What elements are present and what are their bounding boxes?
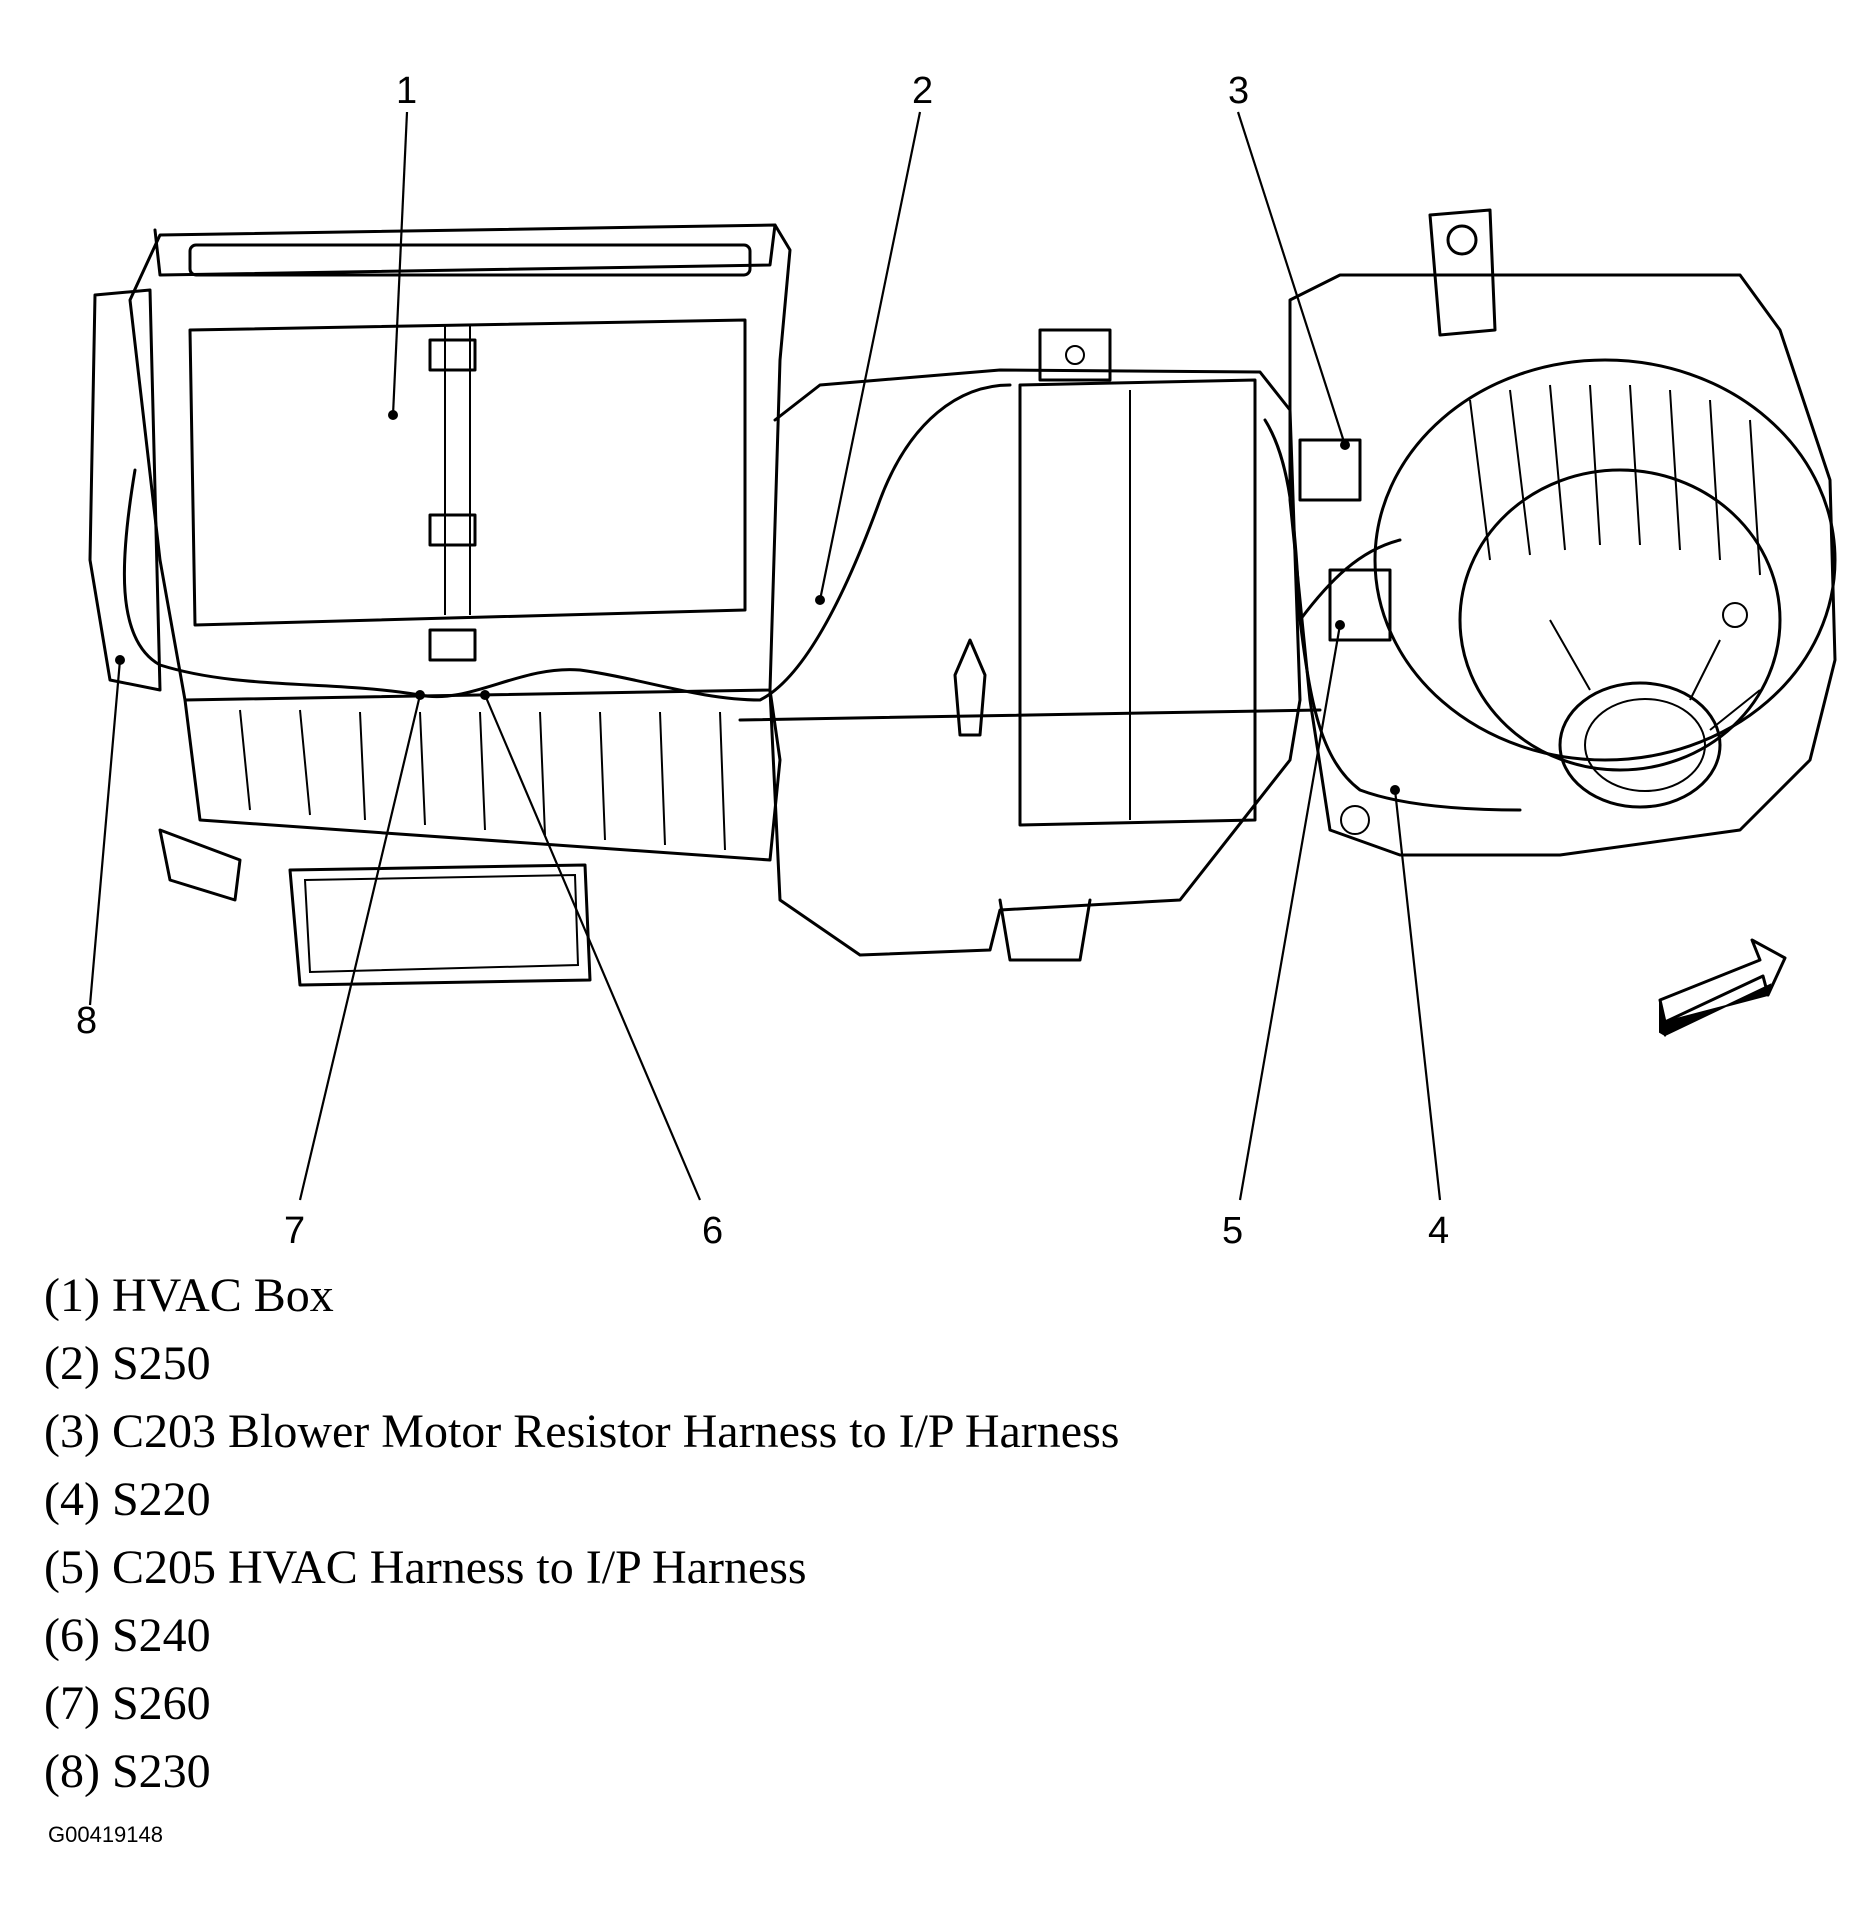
duct-housing-drawing xyxy=(738,328,1322,962)
callout-number-5: 5 xyxy=(1222,1210,1244,1252)
callout-number-6: 6 xyxy=(702,1210,724,1252)
callout-legend: (1) HVAC Box (2) S250 (3) C203 Blower Mo… xyxy=(44,1262,1119,1806)
callout-number-4: 4 xyxy=(1428,1210,1450,1252)
figure-id: G00419148 xyxy=(48,1822,163,1847)
callout-number-8: 8 xyxy=(76,1000,98,1042)
legend-item-7: (7) S260 xyxy=(44,1677,211,1730)
callout-number-7: 7 xyxy=(284,1210,306,1252)
leader-lines xyxy=(88,111,1442,1201)
legend-item-4: (4) S220 xyxy=(44,1473,211,1526)
legend-item-5: (5) C205 HVAC Harness to I/P Harness xyxy=(44,1541,807,1594)
legend-item-1: (1) HVAC Box xyxy=(44,1269,334,1322)
legend-item-2: (2) S250 xyxy=(44,1337,211,1390)
blower-housing-drawing xyxy=(1288,208,1837,857)
direction-arrow-icon xyxy=(1658,938,1787,1037)
hvac-box-drawing xyxy=(88,223,792,987)
legend-item-3: (3) C203 Blower Motor Resistor Harness t… xyxy=(44,1405,1120,1458)
callout-number-3: 3 xyxy=(1228,70,1250,112)
hvac-module-illustration: 1 2 3 4 5 6 7 8 xyxy=(76,70,1837,1252)
legend-item-6: (6) S240 xyxy=(44,1609,211,1662)
callout-number-1: 1 xyxy=(396,70,418,112)
callout-number-2: 2 xyxy=(912,70,934,112)
legend-item-8: (8) S230 xyxy=(44,1745,211,1798)
